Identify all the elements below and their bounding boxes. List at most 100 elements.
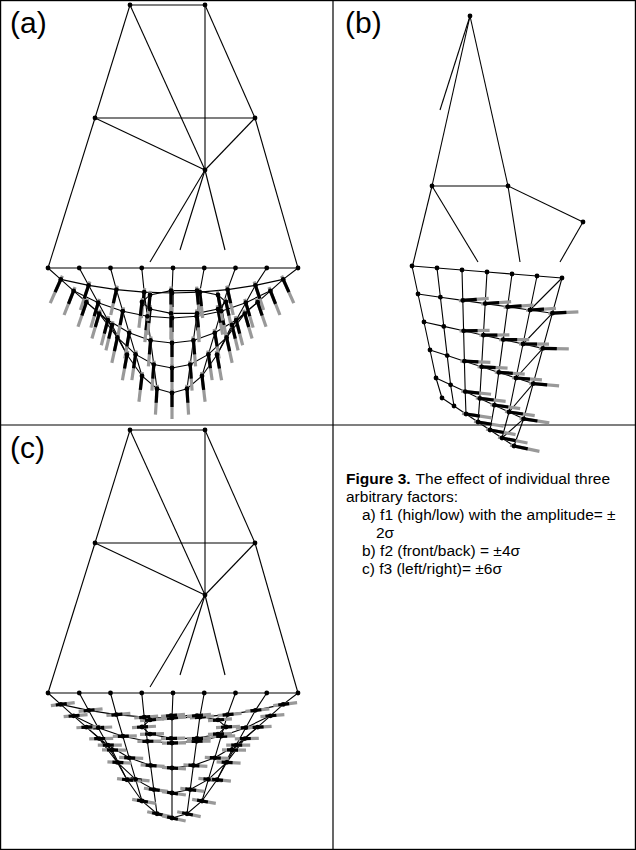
head-edge (508, 186, 520, 262)
head-edge (130, 4, 205, 5)
mesh-node (170, 316, 175, 321)
mesh-column (111, 268, 143, 376)
mesh-node (185, 811, 190, 816)
lip-contour (142, 291, 226, 314)
factor-vector-plus (98, 743, 122, 746)
mesh-node (203, 168, 208, 173)
mesh-row (74, 291, 271, 318)
mesh-node (96, 725, 101, 730)
mesh-node (71, 288, 76, 293)
mesh-node (464, 412, 469, 417)
factor-vector-minus (223, 712, 234, 716)
factor-vector-minus (81, 725, 92, 729)
factor-vector-plus (169, 287, 172, 317)
factor-vector-minus (145, 718, 156, 722)
mesh-node (120, 309, 125, 314)
mesh-node (243, 725, 248, 730)
mesh-node (108, 691, 113, 696)
mesh-column (142, 693, 157, 814)
mesh-node (140, 374, 145, 379)
factor-vector-plus (479, 333, 509, 336)
mesh-column (232, 268, 298, 325)
mesh-node (185, 386, 190, 391)
mesh-node (77, 266, 82, 271)
caption-item: a) f1 (high/low) with the amplitude= ± 2… (346, 506, 628, 542)
mesh-node (202, 266, 207, 271)
mesh-node (281, 277, 286, 282)
mesh-node (476, 420, 481, 425)
mesh-column (217, 693, 267, 780)
factor-vector-minus (145, 732, 156, 736)
mesh-node (125, 352, 130, 357)
factor-vector-minus (166, 713, 177, 717)
head-edge (560, 222, 583, 262)
factor-vector-minus (111, 712, 122, 716)
mesh-node (127, 330, 132, 335)
factor-vector-minus (221, 725, 232, 729)
head-edge (204, 5, 205, 170)
mesh-node (110, 323, 115, 328)
head-edge (95, 430, 130, 543)
mesh-column (187, 268, 204, 389)
head-edge (150, 170, 205, 262)
mesh-node (514, 376, 519, 381)
mesh-node (148, 338, 153, 343)
mesh-node (169, 311, 174, 316)
mesh-node (58, 277, 63, 282)
front-face-mesh (46, 3, 301, 419)
head-edge (130, 5, 205, 170)
factor-vector-minus (192, 737, 203, 740)
mesh-node (255, 725, 260, 730)
mesh-node (169, 288, 174, 293)
caption-item: b) f2 (front/back) = ±4σ (346, 542, 628, 560)
mesh-node (203, 3, 208, 8)
mesh-node (96, 300, 101, 305)
mesh-node (225, 712, 230, 717)
mesh-node (268, 713, 273, 718)
mesh-node (148, 718, 153, 723)
mesh-node (463, 389, 468, 394)
mesh-node (253, 541, 258, 546)
mesh-node (233, 266, 238, 271)
factor-vector-plus (169, 309, 172, 339)
mesh-node (242, 736, 247, 741)
mesh-node (242, 311, 247, 316)
factor-vector-plus (282, 276, 294, 303)
mesh-node (230, 748, 235, 753)
mesh-column (111, 693, 143, 801)
factor-vector-minus (107, 748, 118, 751)
mesh-node (224, 760, 229, 765)
mesh-node (521, 342, 526, 347)
mesh-node (225, 287, 230, 292)
head-edge (204, 430, 205, 595)
factor-vector-plus (162, 792, 186, 795)
mesh-node (170, 741, 175, 746)
mesh-node (200, 799, 205, 804)
mesh-node (84, 725, 89, 730)
mesh-node (139, 266, 144, 271)
factor-vector-plus (519, 342, 549, 345)
mesh-node (281, 702, 286, 707)
mesh-node (145, 314, 150, 319)
head-edge (255, 118, 298, 268)
mesh-node (581, 220, 586, 225)
mesh-node (448, 382, 453, 387)
mesh-node (105, 318, 110, 323)
mesh-node (230, 323, 235, 328)
factor-vector-plus (539, 347, 569, 351)
mesh-node (215, 777, 220, 782)
mesh-node (200, 374, 205, 379)
mesh-node (512, 444, 517, 449)
mesh-node (46, 691, 51, 696)
mesh-node (133, 777, 138, 782)
factor-vector-plus (235, 737, 259, 741)
mesh-column (202, 693, 236, 801)
mesh-node (452, 404, 457, 409)
mesh-node (268, 288, 273, 293)
mesh-node (142, 290, 147, 295)
mesh-node (127, 755, 132, 760)
head-edge (440, 16, 470, 110)
mesh-node (234, 318, 239, 323)
mesh-node (438, 295, 443, 300)
